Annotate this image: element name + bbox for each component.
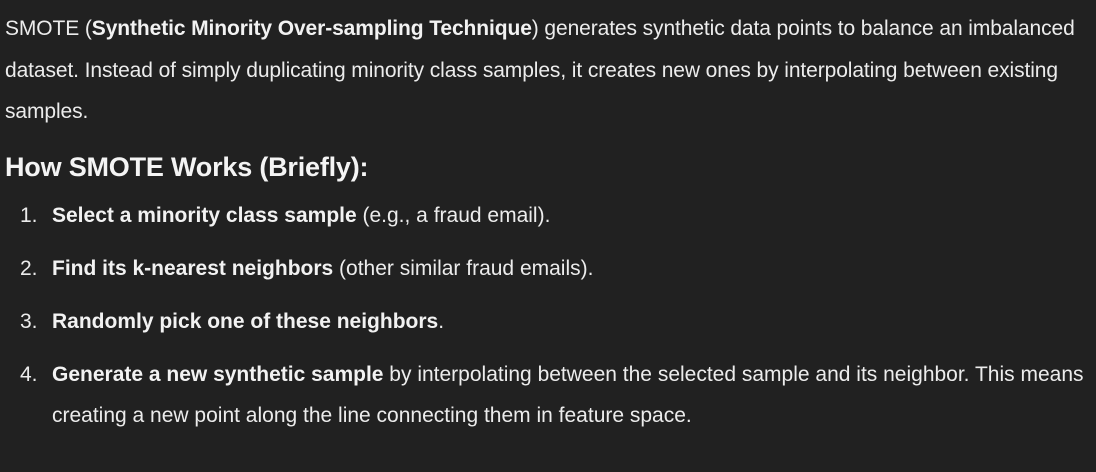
step-text: (e.g., a fraud email). — [356, 203, 551, 227]
step-item: 4. Generate a new synthetic sample by int… — [5, 354, 1090, 436]
step-item: 1. Select a minority class sample (e.g., … — [5, 195, 1090, 236]
step-text: by interpolating between the selected sa… — [52, 362, 1084, 427]
message-content: SMOTE (Synthetic Minority Over-sampling … — [5, 8, 1090, 448]
step-number: 4. — [20, 362, 38, 386]
intro-suffix: ) generates synthetic data points to bal… — [5, 17, 1075, 123]
step-text: (other similar fraud emails). — [333, 256, 594, 280]
step-bold: Randomly pick one of these neighbors — [52, 309, 439, 333]
step-item: 3. Randomly pick one of these neighbors. — [5, 301, 1090, 342]
step-bold: Find its k-nearest neighbors — [52, 256, 334, 280]
steps-list: 1. Select a minority class sample (e.g., … — [5, 195, 1090, 436]
step-bold: Generate a new synthetic sample — [52, 362, 384, 386]
intro-paragraph: SMOTE (Synthetic Minority Over-sampling … — [5, 8, 1090, 133]
intro-prefix: SMOTE ( — [5, 17, 92, 40]
step-bold: Select a minority class sample — [52, 203, 357, 227]
step-text: . — [438, 309, 445, 333]
section-heading: How SMOTE Works (Briefly): — [5, 151, 369, 182]
step-item: 2. Find its k-nearest neighbors (other si… — [5, 248, 1090, 289]
step-number: 2. — [20, 256, 38, 280]
step-number: 1. — [20, 203, 38, 227]
intro-bold-term: Synthetic Minority Over-sampling Techniq… — [91, 17, 532, 40]
step-number: 3. — [20, 309, 38, 333]
